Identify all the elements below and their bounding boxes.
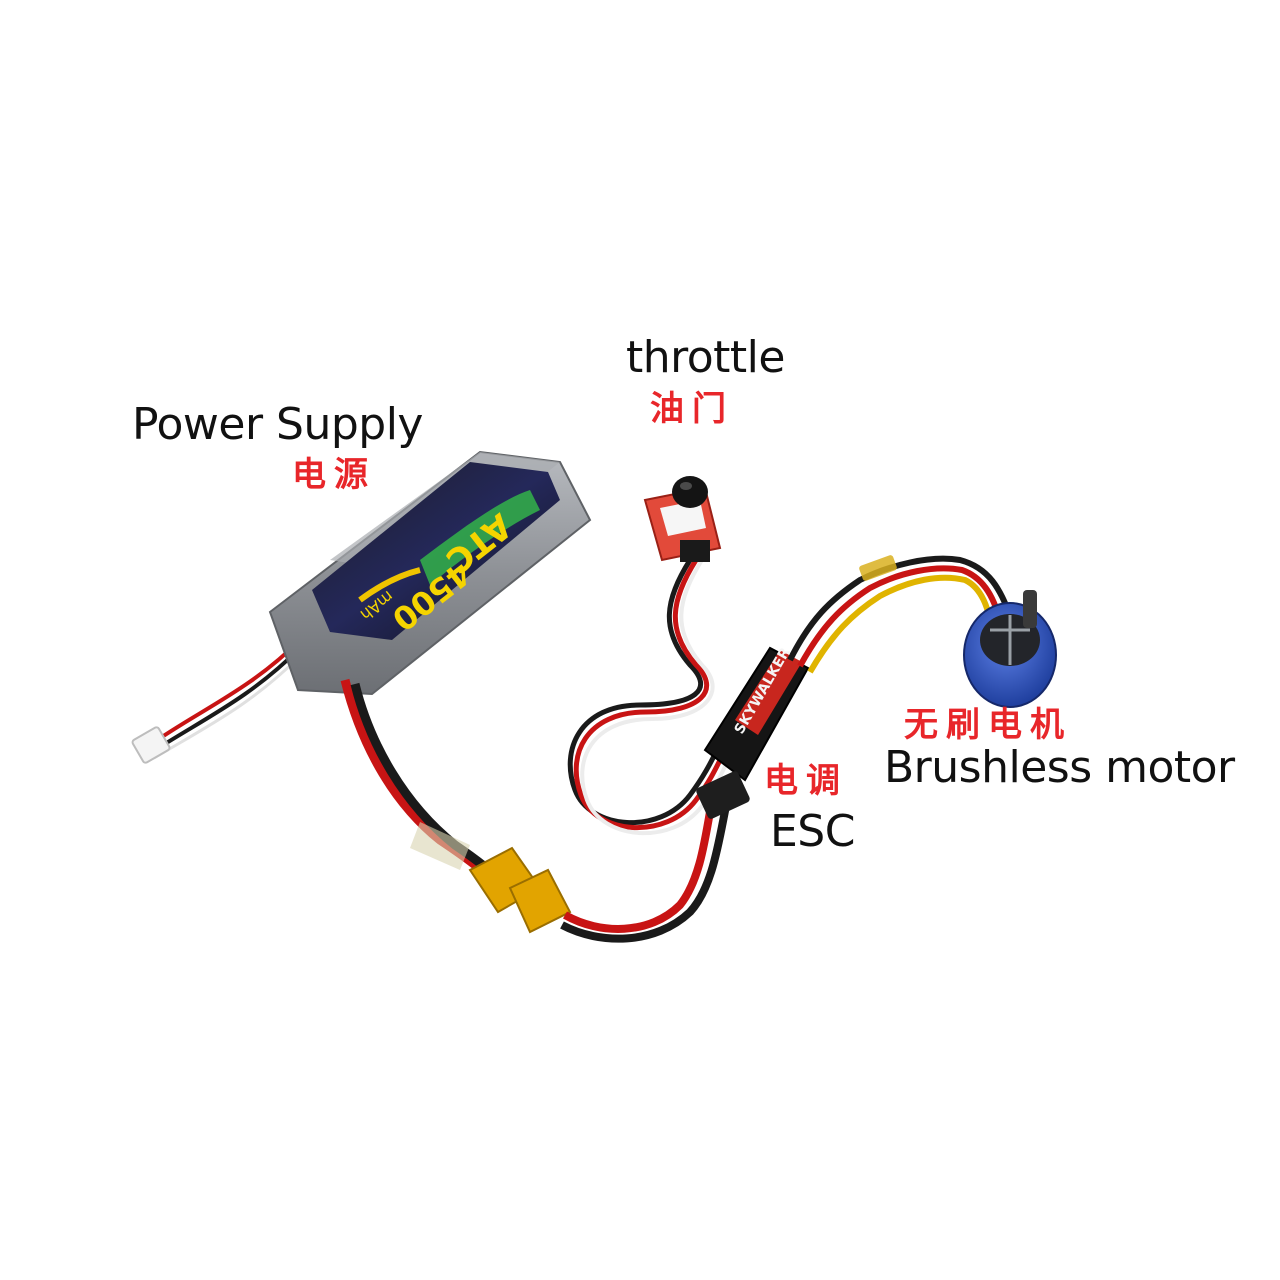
motor-label-en: Brushless motor (884, 742, 1235, 793)
throttle-label-en: throttle (626, 332, 785, 383)
motor-phase-wires (787, 555, 1013, 674)
xt60-connector (468, 846, 572, 934)
balance-lead (131, 638, 302, 764)
power-supply-label-zh: 电源 (292, 455, 376, 495)
esc-power-leads (560, 799, 730, 943)
motor-shaft (1023, 590, 1037, 628)
throttle-tester (643, 476, 722, 562)
throttle-servo-wire (567, 558, 732, 836)
throttle-knob (672, 476, 708, 508)
battery-pack: ATC 4500 mAh (268, 450, 592, 696)
throttle-label-zh: 油门 (650, 389, 734, 429)
brushless-motor (963, 590, 1057, 708)
balance-plug (131, 726, 171, 764)
throttle-header-pins (680, 540, 710, 562)
esc-label-en: ESC (770, 806, 855, 857)
esc-label-zh: 电调 (764, 761, 848, 801)
power-supply-label-en: Power Supply (132, 399, 423, 450)
motor-label-zh: 无刷电机 (904, 705, 1072, 745)
